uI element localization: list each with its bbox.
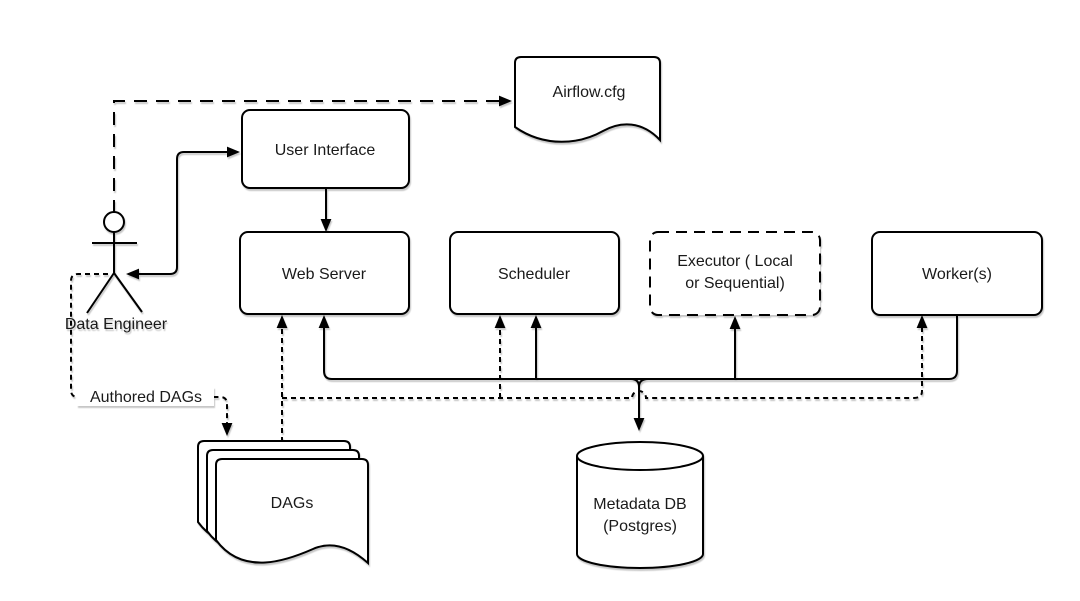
- edge-bus-fillet: [638, 378, 649, 388]
- edge-engineer-to-airflowcfg: [113, 95, 512, 213]
- user-interface-node: [241, 109, 410, 189]
- data-engineer-label: Data Engineer: [65, 316, 168, 333]
- executor-label-line2: or Sequential): [685, 275, 785, 292]
- dags-document-stack: DAGs: [197, 440, 369, 566]
- metadata-db-cylinder: Metadata DB (Postgres): [576, 441, 704, 569]
- scheduler-label: Scheduler: [498, 266, 571, 283]
- person-legs: [86, 272, 143, 314]
- scheduler-node: [449, 231, 620, 315]
- edge-dashed-bus-to-workers: [282, 315, 928, 399]
- edge-authored-dags: [70, 273, 233, 436]
- executor-label-line1: Executor ( Local: [677, 253, 793, 270]
- authored-dags-label: Authored DAGs: [90, 389, 202, 406]
- edge-solid-bus: [318, 315, 958, 380]
- airflow-cfg-label: Airflow.cfg: [553, 84, 626, 101]
- metadata-db-body: [576, 456, 704, 569]
- data-engineer-person-icon: [86, 211, 143, 314]
- dags-label: DAGs: [271, 495, 314, 512]
- person-head: [103, 211, 125, 233]
- metadata-db-top: [576, 441, 704, 471]
- metadata-db-label-line2: (Postgres): [603, 518, 677, 535]
- workers-node: [871, 231, 1043, 316]
- edge-engineer-user-interface: [126, 146, 240, 280]
- airflow-cfg-document: [514, 56, 661, 143]
- metadata-db-label-line1: Metadata DB: [593, 496, 686, 513]
- user-interface-label: User Interface: [275, 142, 376, 159]
- workers-label: Worker(s): [922, 266, 992, 283]
- edge-bus-to-metadatadb: [630, 378, 645, 431]
- executor-node: [649, 231, 821, 316]
- authored-dags-label-bg: [77, 387, 214, 406]
- web-server-label: Web Server: [282, 266, 367, 283]
- dags-document-front: [215, 458, 369, 566]
- web-server-node: [239, 231, 410, 315]
